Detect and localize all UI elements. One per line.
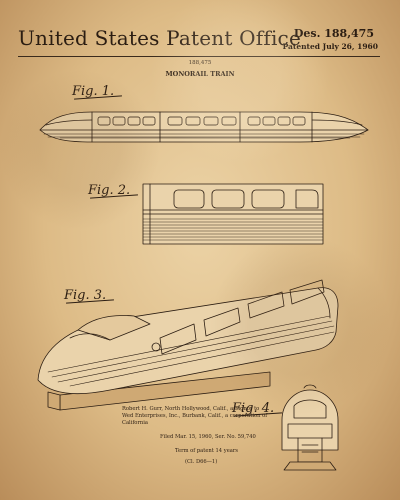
fig1-label: Fig. 1. — [72, 84, 115, 99]
fig2-car-section — [142, 183, 324, 245]
patent-term: Term of patent 14 years — [175, 448, 238, 454]
fig3-label: Fig. 3. — [64, 288, 107, 303]
fig1-train-side-view — [39, 111, 369, 143]
filing-info: Filed Mar. 15, 1960, Ser. No. 59,740 — [160, 434, 256, 440]
design-number: Des. 188,475 — [293, 27, 374, 40]
patent-date: Patented July 26, 1960 — [282, 42, 378, 51]
patent-number-subhead: 188,475 — [188, 60, 212, 66]
patent-class: (Cl. D66—1) — [185, 459, 218, 465]
inventor-info: Robert H. Gurr, North Hollywood, Calif.,… — [122, 406, 268, 427]
fig4-label: Fig. 4. — [232, 401, 275, 416]
invention-title: MONORAIL TRAIN — [165, 70, 235, 78]
patent-office-title: United States Patent Office — [18, 26, 301, 50]
fig2-label: Fig. 2. — [88, 183, 131, 198]
fig4-front-view — [281, 384, 339, 471]
fig3-train-perspective — [37, 279, 339, 411]
header-rule — [18, 56, 380, 57]
